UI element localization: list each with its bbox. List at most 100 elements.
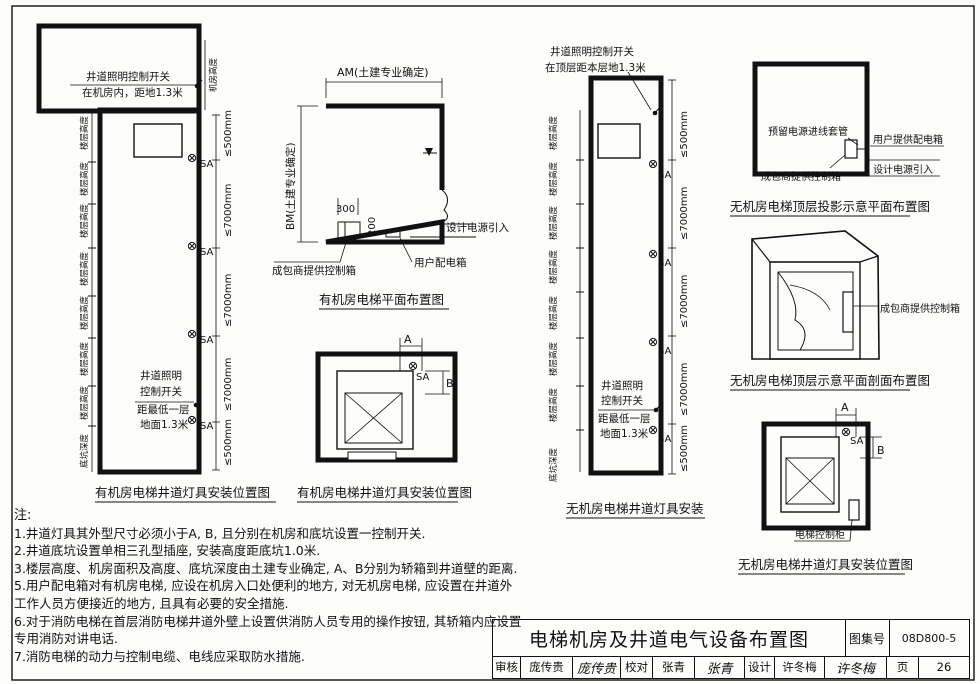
d4-sa-3: SA: [658, 346, 672, 357]
d1-switch-bottom-3: 距最低一层: [137, 403, 190, 416]
title-block: 电梯机房及井道电气设备布置图 图集号 08D800-5 审核 庞传贵 庞传贵 校…: [492, 619, 970, 679]
note-line: 3.楼层高度、机房面积及高度、底坑深度由土建专业确定, A、B分别为轿箱到井道壁…: [14, 560, 518, 576]
d4-sa-4: SA: [658, 434, 672, 445]
checker-name: 张青: [653, 656, 695, 678]
diagram-roomless-top-plan: 预留电源进线套管 用户提供配电箱 设计电源引入 成包商提供控制箱 无机房电梯顶层…: [730, 61, 944, 217]
car-box: [133, 123, 183, 158]
note-line: 工作人员方便接近的地方, 且具有必要的安全措施.: [14, 595, 289, 611]
notes: 注: 1.井道灯具其外型尺寸必须小于A, B, 且分别在机房和底坑设置一控制开关…: [14, 507, 522, 665]
diagram-roomless-shaft-section: A B SA 电梯控制柜 无机房电梯井道灯具安装位置图: [738, 401, 913, 575]
d1-dim-7000-2: ≤7000mm: [223, 274, 234, 327]
d1-switch-bottom-1: 井道照明: [140, 369, 182, 382]
d7-sa: SA: [850, 436, 864, 447]
d4-floor-height-7: 楼层高度: [548, 387, 559, 422]
d2-bm: BM(土建专业确定): [284, 143, 297, 230]
d4-dim-7000-2: ≤7000mm: [679, 275, 690, 328]
d4-floor-height-2: 楼层高度: [548, 161, 559, 196]
review-label: 审核: [493, 656, 521, 678]
d4-pit-depth: 底坑深度: [548, 447, 559, 482]
d3-a: A: [404, 333, 412, 346]
d4-switch-label-2: 在顶层距本层地1.3米: [545, 61, 646, 74]
d4-dim-7000-1: ≤7000mm: [679, 187, 690, 240]
d3-b: B: [446, 377, 454, 390]
d2-control-box: 成包商提供控制箱: [272, 264, 356, 277]
d1-switch-bottom-2: 控制开关: [140, 385, 182, 398]
d2-am: AM(土建专业确定): [337, 65, 429, 79]
lamp-icon: [841, 427, 851, 437]
d4-dim-7000-3: ≤7000mm: [679, 363, 690, 416]
drawing-title: 电梯机房及井道电气设备布置图: [493, 620, 846, 657]
d4-floor-height-4: 楼层高度: [548, 249, 559, 284]
d1-sa-3: SA: [200, 335, 214, 346]
d3-car: [336, 370, 414, 450]
d1-sa-2: SA: [200, 247, 214, 258]
diagram-roomless-top-section: 成包商提供控制箱 无机房电梯顶层示意平面剖面布置图: [730, 230, 960, 391]
d5-shaft-wall: [752, 61, 870, 177]
atlas-label: 图集号: [845, 620, 890, 657]
d4-caption: 无机房电梯井道灯具安装: [566, 501, 704, 516]
designer-signature: 许冬梅: [825, 656, 887, 678]
d1-caption: 有机房电梯井道灯具安装位置图: [95, 485, 270, 500]
d4-floor-height-6: 楼层高度: [548, 341, 559, 376]
design-label: 设计: [745, 656, 775, 678]
d1-switch-bottom-4: 地面1.3米: [140, 418, 189, 431]
reviewer-signature: 庞传贵: [573, 656, 621, 678]
d2-power-in: 设计电源引入: [446, 221, 509, 234]
d7-b: B: [877, 444, 885, 457]
sheet-border: [11, 5, 975, 681]
diagram-machine-room-plan: AM(土建专业确定) BM(土建专业确定) 设计电源引入 300 200 成包商…: [272, 65, 509, 310]
lamp-icon: [187, 153, 197, 163]
d7-a: A: [841, 401, 849, 414]
d1-pit-depth: 底坑深度: [79, 433, 90, 468]
d1-dim-7000-3: ≤7000mm: [223, 358, 234, 411]
d4-floor-height-3: 楼层高度: [548, 205, 559, 240]
d4-shaft-wall: [588, 75, 664, 476]
d1-floor-height-2: 楼层高度: [79, 161, 90, 196]
diagram-machine-roomless-shaft: 井道照明控制开关 在顶层距本层地1.3米 楼层高度 楼层高度 楼层高度 楼层高度…: [545, 45, 705, 519]
signature-row: 审核 庞传贵 庞传贵 校对 张青 张青 设计 许冬梅 许冬梅 页 26: [493, 656, 969, 678]
d5-conduit: 预留电源进线套管: [768, 125, 848, 138]
d1-floor-height-3: 楼层高度: [79, 203, 90, 238]
d4-car: [597, 123, 641, 159]
diagram-machine-room-shaft-lighting: 井道照明控制开关 在机房内，距地1.3米 机房高度 楼层高度 楼层高度 楼层高度…: [36, 23, 276, 503]
d6-control-box: 成包商提供控制箱: [880, 302, 960, 315]
d5-caption: 无机房电梯顶层投影示意平面布置图: [730, 199, 930, 214]
d1-floor-height-7: 楼层高度: [79, 385, 90, 420]
lamp-icon: [648, 249, 658, 259]
d4-switch-bottom-3: 距最低一层: [598, 412, 651, 425]
d1-room-height: 机房高度: [208, 57, 219, 92]
page-label: 页: [887, 656, 919, 678]
diagram-shaft-section-machine: A B SA 有机房电梯井道灯具安装位置图: [297, 333, 472, 503]
note-line: 7.消防电梯的动力与控制电缆、电线应采取防水措施.: [14, 648, 305, 664]
lamp-icon: [187, 415, 197, 425]
lamp-icon: [648, 337, 658, 347]
note-line: 6.对于消防电梯在首层消防电梯井道外壁上设置供消防人员专用的操作按钮, 其轿箱内…: [14, 613, 522, 629]
note-line: 专用消防对讲电话.: [14, 631, 118, 647]
check-label: 校对: [621, 656, 653, 678]
note-line: 5.用户配电箱对有机房电梯, 应设在机房入口处便利的地方, 对无机房电梯, 应设…: [14, 578, 513, 594]
d1-floor-height-5: 楼层高度: [79, 295, 90, 330]
lamp-icon: [408, 361, 418, 371]
d4-switch-label-1: 井道照明控制开关: [550, 45, 634, 58]
notes-title: 注:: [14, 508, 32, 523]
d4-dim-500-top: ≤500mm: [679, 111, 690, 158]
d2-user-box: 用户配电箱: [414, 256, 467, 269]
page-number: 26: [936, 660, 952, 674]
d1-switch-label-2: 在机房内，距地1.3米: [82, 86, 183, 99]
d1-dim-7000-1: ≤7000mm: [223, 184, 234, 237]
note-line: 2.井道底坑设置单相三孔型插座, 安装高度距底坑1.0米.: [14, 543, 321, 559]
d1-floor-height-1: 楼层高度: [79, 115, 90, 150]
d4-sa-1: SA: [658, 170, 672, 181]
d5-power-in: 设计电源引入: [873, 163, 933, 176]
d4-switch-bottom-2: 控制开关: [601, 394, 643, 407]
shaft-wall: [97, 107, 202, 475]
d4-floor-height-1: 楼层高度: [548, 115, 559, 150]
checker-signature: 张青: [695, 656, 745, 678]
d3-caption: 有机房电梯井道灯具安装位置图: [297, 485, 472, 500]
d6-caption: 无机房电梯顶层示意平面剖面布置图: [730, 373, 930, 388]
d1-floor-height-6: 楼层高度: [79, 341, 90, 376]
d1-floor-height-4: 楼层高度: [79, 251, 90, 286]
d1-dim-500-top: ≤500mm: [223, 110, 234, 157]
